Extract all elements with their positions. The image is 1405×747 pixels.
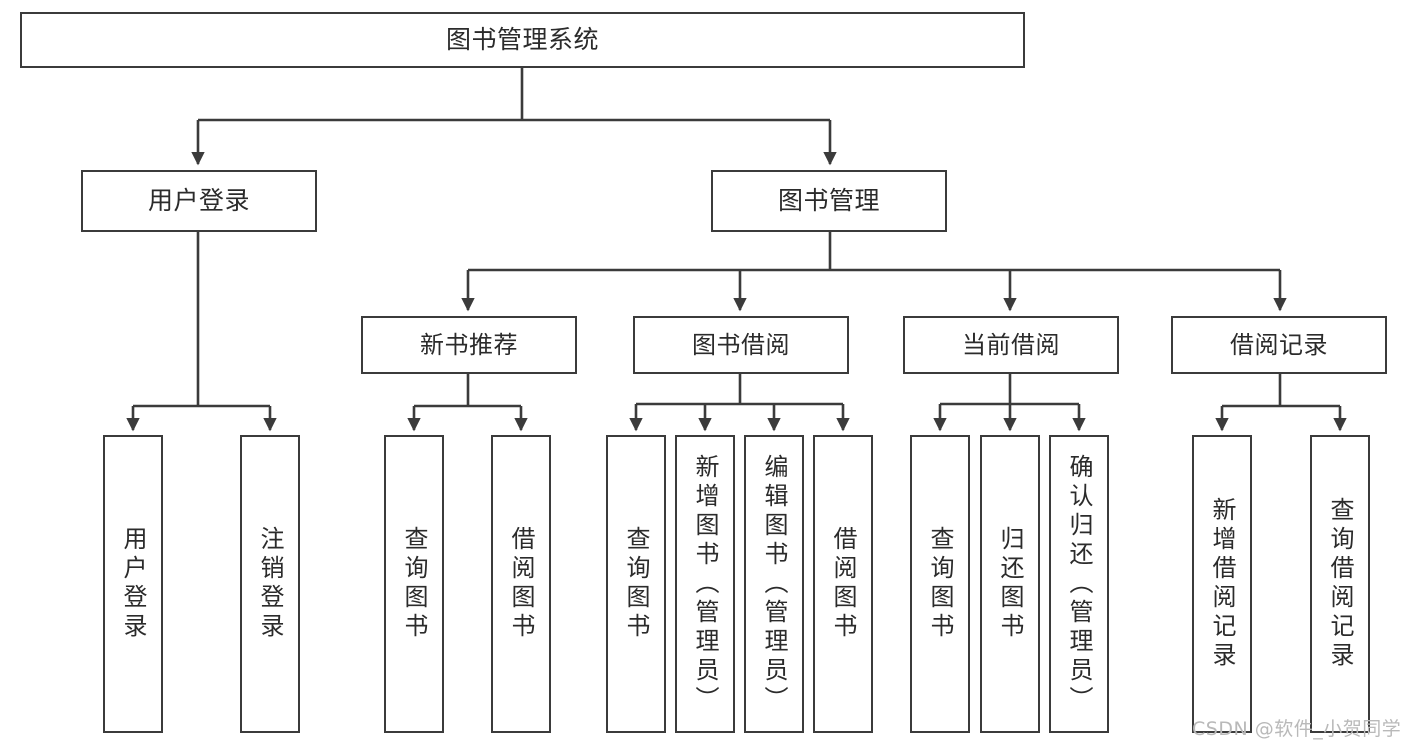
node-book-management-label: 图书管理 (777, 186, 880, 216)
node-new-book-recommend[interactable]: 新书推荐 (361, 316, 577, 374)
node-book-management[interactable]: 图书管理 (711, 170, 947, 232)
node-leaf-add-book-admin[interactable]: 新增图书（管理员） (675, 435, 735, 733)
node-book-borrow-label: 图书借阅 (692, 330, 790, 359)
node-leaf-query-book-borrow[interactable]: 查询图书 (606, 435, 666, 733)
node-leaf-logout-label: 注销登录 (256, 526, 284, 642)
node-user-login-label: 用户登录 (147, 186, 250, 216)
node-borrow-record[interactable]: 借阅记录 (1171, 316, 1387, 374)
node-leaf-edit-book-admin-label: 编辑图书（管理员） (760, 453, 788, 715)
node-new-book-recommend-label: 新书推荐 (420, 330, 518, 359)
node-leaf-query-borrow-record[interactable]: 查询借阅记录 (1310, 435, 1370, 733)
node-leaf-add-borrow-record[interactable]: 新增借阅记录 (1192, 435, 1252, 733)
node-borrow-record-label: 借阅记录 (1230, 330, 1328, 359)
node-leaf-add-book-admin-label: 新增图书（管理员） (691, 453, 719, 715)
node-leaf-query-book-current[interactable]: 查询图书 (910, 435, 970, 733)
node-root-book-management-system[interactable]: 图书管理系统 (20, 12, 1025, 68)
node-leaf-borrow-book-borrow-label: 借阅图书 (829, 526, 857, 642)
node-leaf-query-book-current-label: 查询图书 (926, 526, 954, 642)
node-leaf-confirm-return-admin[interactable]: 确认归还（管理员） (1049, 435, 1109, 733)
node-leaf-query-book-newbook-label: 查询图书 (400, 526, 428, 642)
node-leaf-user-login-label: 用户登录 (119, 526, 147, 642)
node-user-login[interactable]: 用户登录 (81, 170, 317, 232)
node-leaf-borrow-book-newbook-label: 借阅图书 (507, 526, 535, 642)
node-leaf-query-borrow-record-label: 查询借阅记录 (1326, 497, 1354, 671)
node-leaf-user-login[interactable]: 用户登录 (103, 435, 163, 733)
node-current-borrow[interactable]: 当前借阅 (903, 316, 1119, 374)
node-leaf-borrow-book-borrow[interactable]: 借阅图书 (813, 435, 873, 733)
node-leaf-return-book[interactable]: 归还图书 (980, 435, 1040, 733)
node-root-label: 图书管理系统 (445, 25, 599, 55)
node-leaf-query-book-borrow-label: 查询图书 (622, 526, 650, 642)
node-leaf-confirm-return-admin-label: 确认归还（管理员） (1065, 453, 1093, 715)
node-current-borrow-label: 当前借阅 (962, 330, 1060, 359)
csdn-watermark: CSDN @软件_小贺同学 (1192, 718, 1402, 740)
node-book-borrow[interactable]: 图书借阅 (633, 316, 849, 374)
node-leaf-borrow-book-newbook[interactable]: 借阅图书 (491, 435, 551, 733)
node-leaf-edit-book-admin[interactable]: 编辑图书（管理员） (744, 435, 804, 733)
node-leaf-logout[interactable]: 注销登录 (240, 435, 300, 733)
node-leaf-query-book-newbook[interactable]: 查询图书 (384, 435, 444, 733)
node-leaf-add-borrow-record-label: 新增借阅记录 (1208, 497, 1236, 671)
node-leaf-return-book-label: 归还图书 (996, 526, 1024, 642)
